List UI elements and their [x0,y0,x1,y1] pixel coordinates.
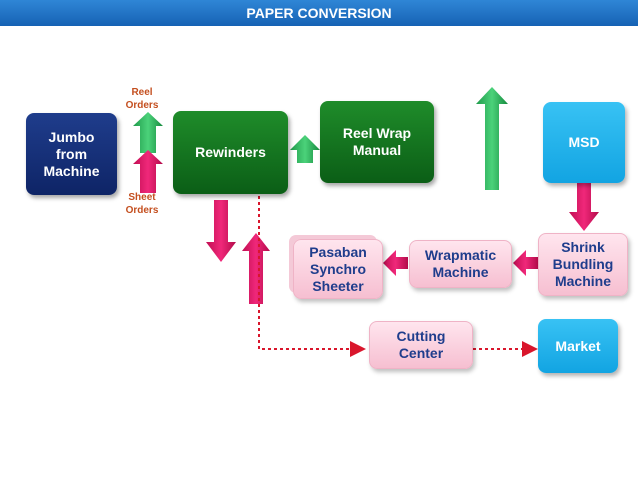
reel-orders-arrow [133,112,163,153]
msd-to-shrink-arrow [569,183,599,231]
node-shrink: Shrink Bundling Machine [538,233,628,296]
wrapmatic-to-pasaban-arrow [383,250,408,276]
rewinders-to-cutting-line [258,196,366,357]
page-title: PAPER CONVERSION [0,0,638,26]
node-reel-wrap: Reel Wrap Manual [320,101,434,183]
label-reel-orders: Reel Orders [125,87,159,111]
rewinders-up-arrow [242,233,270,304]
rewinders-down-arrow [206,200,236,262]
shrink-to-wrapmatic-arrow [513,250,538,276]
node-jumbo: Jumbo from Machine [26,113,117,195]
tall-green-up-arrow [476,87,508,190]
node-cutting: Cutting Center [369,321,473,369]
node-market: Market [538,319,618,373]
node-pasaban: Pasaban Synchro Sheeter [293,239,383,299]
sheet-orders-arrow [133,150,163,193]
node-msd: MSD [543,102,625,183]
node-rewinders: Rewinders [173,111,288,194]
node-wrapmatic: Wrapmatic Machine [409,240,512,288]
rewinders-to-reel-wrap-arrow [290,135,320,163]
label-sheet-orders: Sheet Orders [125,192,159,216]
